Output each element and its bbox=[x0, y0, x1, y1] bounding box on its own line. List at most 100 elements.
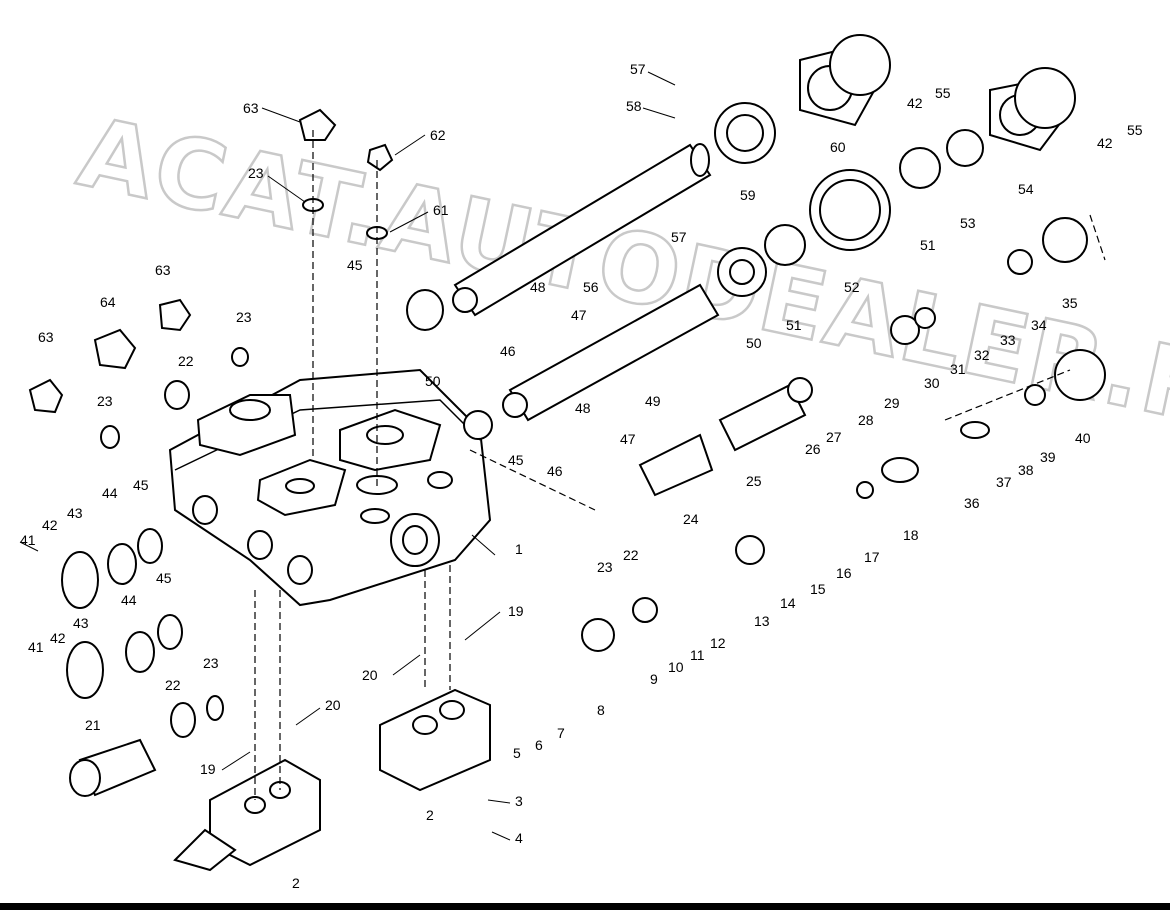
label-33: 33 bbox=[1000, 332, 1016, 348]
label-34: 34 bbox=[1031, 317, 1047, 333]
label-2-middle: 2 bbox=[426, 807, 434, 823]
label-44-b: 44 bbox=[121, 592, 137, 608]
label-63-mid: 63 bbox=[155, 262, 171, 278]
label-30: 30 bbox=[924, 375, 940, 391]
label-56: 56 bbox=[583, 279, 599, 295]
label-46-b: 46 bbox=[547, 463, 563, 479]
label-64: 64 bbox=[100, 294, 116, 310]
relief-valve-row bbox=[581, 307, 1106, 652]
label-17: 17 bbox=[864, 549, 880, 565]
label-2-lower: 2 bbox=[292, 875, 300, 891]
label-44-a: 44 bbox=[102, 485, 118, 501]
label-39: 39 bbox=[1040, 449, 1056, 465]
label-23-d: 23 bbox=[203, 655, 219, 671]
label-38: 38 bbox=[1018, 462, 1034, 478]
label-50-a: 50 bbox=[425, 373, 441, 389]
label-46-a: 46 bbox=[500, 343, 516, 359]
assembly-lines bbox=[254, 130, 1106, 800]
cover-block-middle bbox=[379, 688, 491, 792]
label-29: 29 bbox=[884, 395, 900, 411]
label-52: 52 bbox=[844, 279, 860, 295]
label-51-b: 51 bbox=[920, 237, 936, 253]
label-20-right: 20 bbox=[325, 697, 341, 713]
label-63-top: 63 bbox=[243, 100, 259, 116]
label-49: 49 bbox=[645, 393, 661, 409]
label-36: 36 bbox=[964, 495, 980, 511]
label-45-b: 45 bbox=[156, 570, 172, 586]
label-42-c: 42 bbox=[907, 95, 923, 111]
label-35: 35 bbox=[1062, 295, 1078, 311]
leader-lines bbox=[19, 71, 676, 841]
top-plugs bbox=[28, 108, 493, 449]
label-5: 5 bbox=[513, 745, 521, 761]
label-23-c: 23 bbox=[97, 393, 113, 409]
cover-block-lower bbox=[173, 758, 321, 872]
label-22-c: 22 bbox=[623, 547, 639, 563]
label-23-e: 23 bbox=[597, 559, 613, 575]
label-13: 13 bbox=[754, 613, 770, 629]
label-31: 31 bbox=[950, 361, 966, 377]
label-37: 37 bbox=[996, 474, 1012, 490]
label-7: 7 bbox=[557, 725, 565, 741]
label-23-b: 23 bbox=[236, 309, 252, 325]
label-4: 4 bbox=[515, 830, 523, 846]
label-40: 40 bbox=[1075, 430, 1091, 446]
label-27: 27 bbox=[826, 429, 842, 445]
label-60: 60 bbox=[830, 139, 846, 155]
label-59: 59 bbox=[740, 187, 756, 203]
label-45-c: 45 bbox=[347, 257, 363, 273]
label-19-left: 19 bbox=[200, 761, 216, 777]
label-55-b: 55 bbox=[1127, 122, 1143, 138]
label-26: 26 bbox=[805, 441, 821, 457]
label-50-b: 50 bbox=[746, 335, 762, 351]
label-21: 21 bbox=[85, 717, 101, 733]
label-42-a: 42 bbox=[42, 517, 58, 533]
label-54: 54 bbox=[1018, 181, 1034, 197]
label-45-d: 45 bbox=[508, 452, 524, 468]
label-10: 10 bbox=[668, 659, 684, 675]
label-57-b: 57 bbox=[671, 229, 687, 245]
label-23-a: 23 bbox=[248, 165, 264, 181]
label-3: 3 bbox=[515, 793, 523, 809]
label-47-b: 47 bbox=[620, 431, 636, 447]
label-14: 14 bbox=[780, 595, 796, 611]
label-12: 12 bbox=[710, 635, 726, 651]
label-11: 11 bbox=[690, 647, 705, 663]
label-22-a: 22 bbox=[178, 353, 194, 369]
label-47-a: 47 bbox=[571, 307, 587, 323]
label-9: 9 bbox=[650, 671, 658, 687]
upper-spool bbox=[452, 34, 1076, 317]
part-labels: 1 2 2 3 4 5 6 7 8 9 10 11 12 13 14 15 16… bbox=[20, 61, 1143, 891]
label-63-left: 63 bbox=[38, 329, 54, 345]
label-53: 53 bbox=[960, 215, 976, 231]
label-6: 6 bbox=[535, 737, 543, 753]
label-62: 62 bbox=[430, 127, 446, 143]
bottom-border bbox=[0, 903, 1170, 910]
label-42-d: 42 bbox=[1097, 135, 1113, 151]
label-28: 28 bbox=[858, 412, 874, 428]
label-57-a: 57 bbox=[630, 61, 646, 77]
valve-body bbox=[168, 368, 492, 607]
label-15: 15 bbox=[810, 581, 826, 597]
spool-21 bbox=[61, 528, 224, 797]
label-19-right: 19 bbox=[508, 603, 524, 619]
label-32: 32 bbox=[974, 347, 990, 363]
label-45-a: 45 bbox=[133, 477, 149, 493]
label-18: 18 bbox=[903, 527, 919, 543]
label-61: 61 bbox=[433, 202, 449, 218]
label-58: 58 bbox=[626, 98, 642, 114]
label-25: 25 bbox=[746, 473, 762, 489]
label-1: 1 bbox=[515, 541, 523, 557]
label-16: 16 bbox=[836, 565, 852, 581]
label-22-b: 22 bbox=[165, 677, 181, 693]
label-42-b: 42 bbox=[50, 630, 66, 646]
label-55-a: 55 bbox=[935, 85, 951, 101]
label-8: 8 bbox=[597, 702, 605, 718]
label-51-a: 51 bbox=[786, 317, 802, 333]
label-41-b: 41 bbox=[28, 639, 44, 655]
label-43-b: 43 bbox=[73, 615, 89, 631]
label-48-b: 48 bbox=[575, 400, 591, 416]
label-24: 24 bbox=[683, 511, 699, 527]
label-43-a: 43 bbox=[67, 505, 83, 521]
